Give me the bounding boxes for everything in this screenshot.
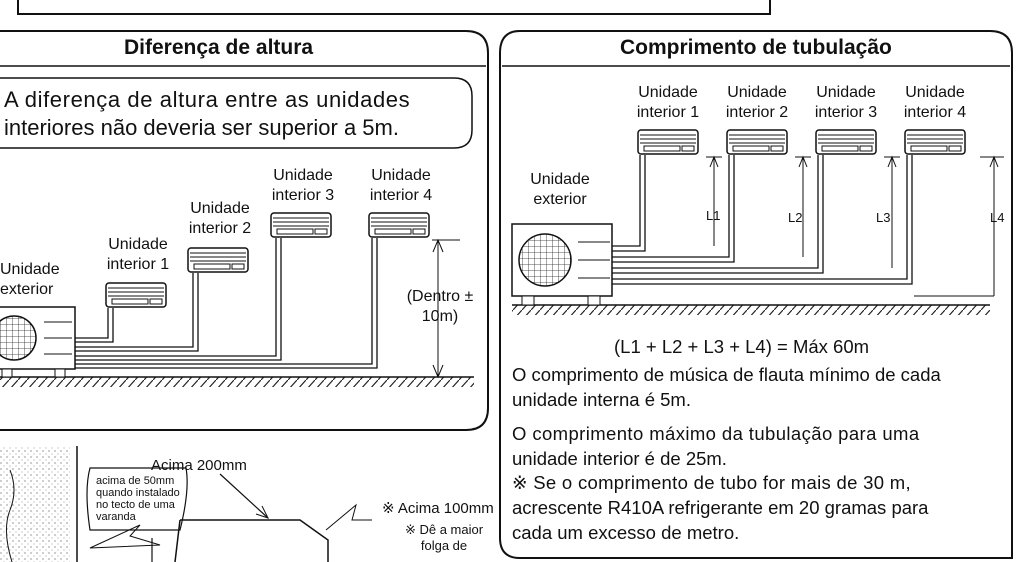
indoor-unit-2-label-left: Unidade interior 2 (188, 200, 252, 237)
left-panel-title: Diferença de altura (124, 36, 314, 59)
outdoor-unit-left (0, 306, 76, 378)
indoor-unit-1-label-right: Unidade interior 1 (636, 84, 700, 121)
indoor-unit-3-label-right: Unidade interior 3 (814, 84, 878, 121)
outdoor-unit-label-left: Unidade exterior (0, 261, 60, 298)
max-length-note: O comprimento máximo da tubulação para u… (512, 423, 920, 469)
right-panel-title: Comprimento de tubulação (620, 36, 892, 59)
above-50mm-note: acima de 50mm quando instalado no tecto … (96, 475, 180, 523)
outdoor-unit-label-right: Unidade exterior (530, 171, 590, 208)
min-length-note: O comprimento de música de flauta mínimo… (512, 364, 941, 410)
indoor-unit-1-label-left: Unidade interior 1 (106, 236, 170, 273)
indoor-unit-3-label-left: Unidade interior 3 (271, 167, 335, 204)
length-label-l3: L3 (876, 210, 891, 225)
indoor-unit-4-label-left: Unidade interior 4 (369, 167, 433, 204)
height-difference-note: A diferença de altura entre as unidades … (4, 86, 410, 142)
above-100mm-label: ※ Acima 100mm (382, 500, 494, 517)
outdoor-unit-right (511, 223, 613, 306)
refrigerant-note: ※ Se o comprimento de tubo for mais de 3… (512, 472, 929, 543)
indoor-unit-2-label-right: Unidade interior 2 (725, 84, 789, 121)
note-line-2: interiores não deveria ser superior a 5m… (4, 115, 399, 140)
note-line-1: A diferença de altura entre as unidades (4, 87, 411, 112)
length-formula: (L1 + L2 + L3 + L4) = Máx 60m (614, 336, 870, 357)
length-label-l4: L4 (990, 210, 1005, 225)
indoor-unit-4-label-right: Unidade interior 4 (903, 84, 967, 121)
length-label-l1: L1 (706, 208, 721, 223)
above-200mm-label: Acima 200mm (151, 457, 247, 474)
length-label-l2: L2 (788, 210, 803, 225)
clearance-note: ※ Dê a maior folga de (404, 522, 484, 553)
height-tolerance-label: (Dentro ± 10m) (406, 288, 474, 325)
